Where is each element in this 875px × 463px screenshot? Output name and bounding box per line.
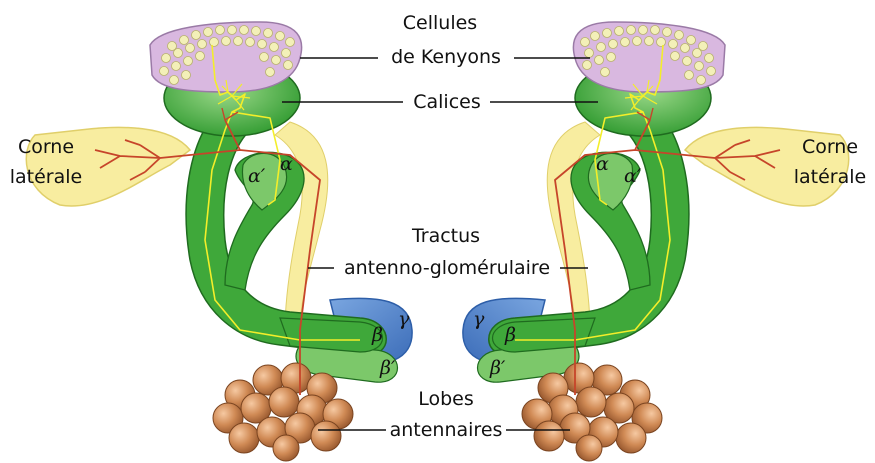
corne-left-label-line1: Corne	[8, 136, 84, 158]
corne-right-label-line1: Corne	[792, 136, 868, 158]
lobes-label-line2: antennaires	[388, 419, 504, 441]
kenyon-label-line1: Cellules	[400, 12, 480, 34]
right-gamma-label: γ	[473, 308, 485, 330]
right-mushroom-body	[463, 22, 849, 461]
right-alpha-prime-label: α′	[624, 165, 642, 187]
calices-label: Calices	[405, 91, 489, 113]
right-beta-prime-label: β′	[489, 357, 506, 379]
right-beta-label: β	[504, 324, 516, 346]
left-beta-label: β	[371, 324, 383, 346]
corne-right-label-line2: latérale	[786, 166, 874, 188]
corne-left-label-line2: latérale	[2, 166, 90, 188]
left-alpha-label: α	[280, 153, 293, 175]
right-alpha-label: α	[596, 153, 609, 175]
left-gamma-label: γ	[398, 308, 410, 330]
left-alpha-prime-label: α′	[248, 165, 266, 187]
tractus-label-line1: Tractus	[398, 225, 494, 247]
tractus-label-line2: antenno-glomérulaire	[336, 257, 558, 279]
lobes-label-line1: Lobes	[406, 388, 486, 410]
kenyon-label-line2: de Kenyons	[382, 46, 510, 68]
left-beta-prime-label: β′	[379, 357, 396, 379]
left-mushroom-body	[26, 22, 412, 461]
